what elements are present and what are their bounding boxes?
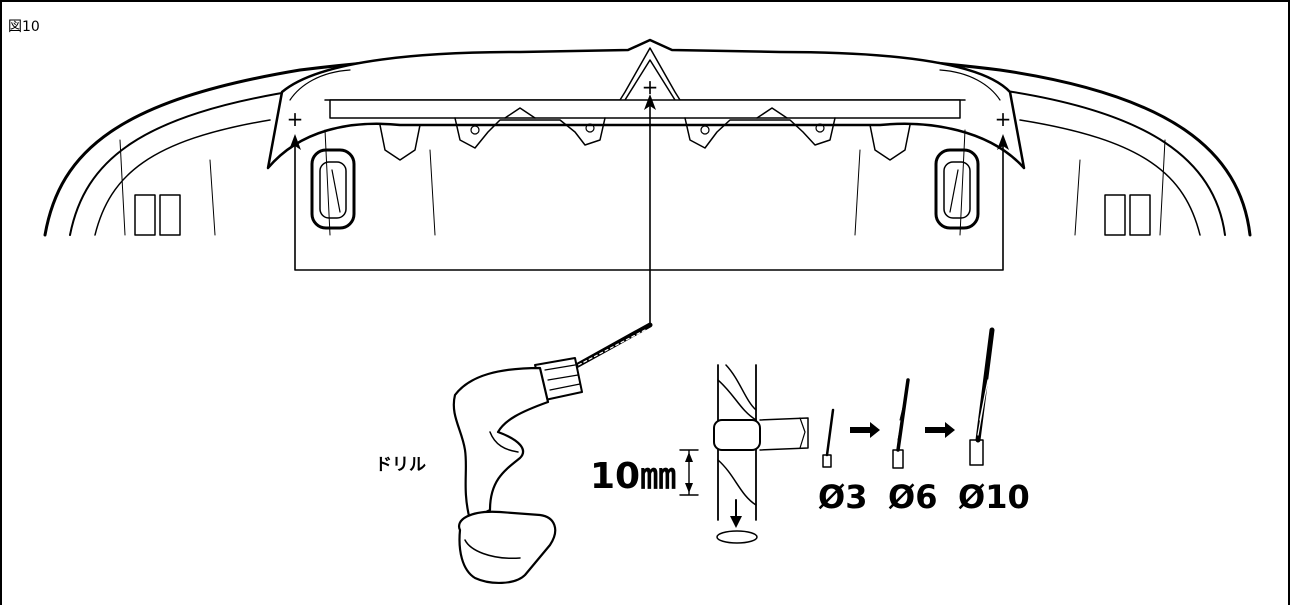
right-reflector-slots	[1104, 194, 1151, 236]
left-reflector-slots	[134, 194, 181, 236]
bit-size-10: Ø10	[958, 478, 1030, 516]
drill-mark-right: +	[995, 107, 1012, 131]
drill-label: ドリル	[375, 455, 426, 475]
bit-6mm-icon	[892, 378, 910, 469]
leader-lines	[294, 99, 1004, 326]
drill-mark-center: +	[642, 75, 659, 99]
leader-arrowheads	[289, 94, 1009, 150]
drill-mark-left: +	[287, 107, 304, 131]
depth-arrows	[685, 452, 742, 528]
bit-10mm-icon	[969, 327, 995, 466]
arrow-right-icon-2	[925, 422, 955, 438]
drill-depth-detail	[679, 364, 809, 544]
bit-size-6: Ø6	[888, 478, 937, 516]
diffuser-panel	[266, 38, 1026, 236]
left-exhaust-opening	[310, 148, 356, 230]
figure-label: 図10	[8, 19, 40, 35]
drill-icon	[452, 322, 653, 584]
sequence-arrows	[850, 422, 955, 438]
arrow-right-icon-1	[850, 422, 880, 438]
drill-bit-sequence	[822, 327, 995, 469]
bit-size-3: Ø3	[818, 478, 867, 516]
right-exhaust-opening	[934, 148, 980, 230]
depth-label: 10㎜	[590, 456, 676, 497]
bit-3mm-icon	[822, 408, 835, 468]
